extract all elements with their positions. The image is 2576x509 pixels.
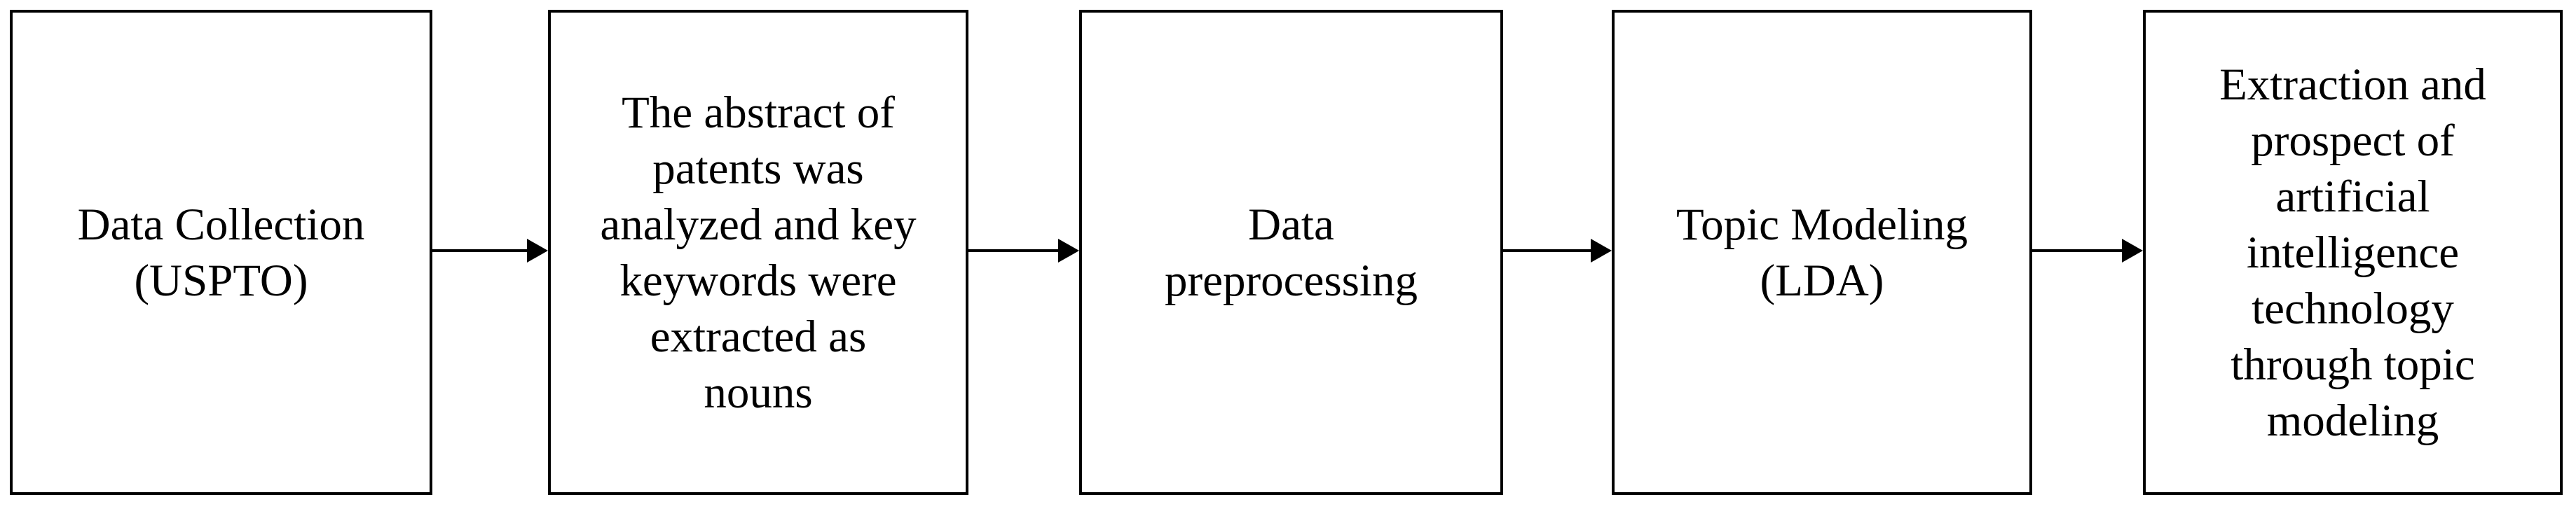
flow-step-topic-modeling-label: Topic Modeling (LDA) xyxy=(1676,199,1968,306)
arrow-line xyxy=(432,249,531,252)
arrow-right-icon xyxy=(2122,239,2143,263)
flow-step-data-preprocessing-label: Data preprocessing xyxy=(1165,199,1418,306)
arrow-right-icon xyxy=(1591,239,1612,263)
flow-step-extraction-prospect: Extraction and prospect of artificial in… xyxy=(2143,10,2563,495)
flow-step-abstract-keyword-extraction-label: The abstract of patents was analyzed and… xyxy=(600,87,917,418)
flow-step-extraction-prospect-label: Extraction and prospect of artificial in… xyxy=(2219,59,2486,446)
flow-step-topic-modeling: Topic Modeling (LDA) xyxy=(1612,10,2032,495)
arrow-right-icon xyxy=(527,239,548,263)
flow-step-abstract-keyword-extraction: The abstract of patents was analyzed and… xyxy=(548,10,968,495)
arrow-line xyxy=(1503,249,1595,252)
flow-step-data-preprocessing: Data preprocessing xyxy=(1079,10,1503,495)
arrow-line xyxy=(968,249,1062,252)
flow-step-data-collection: Data Collection (USPTO) xyxy=(10,10,432,495)
flow-step-data-collection-label: Data Collection (USPTO) xyxy=(77,199,365,306)
arrow-right-icon xyxy=(1058,239,1079,263)
arrow-line xyxy=(2032,249,2126,252)
